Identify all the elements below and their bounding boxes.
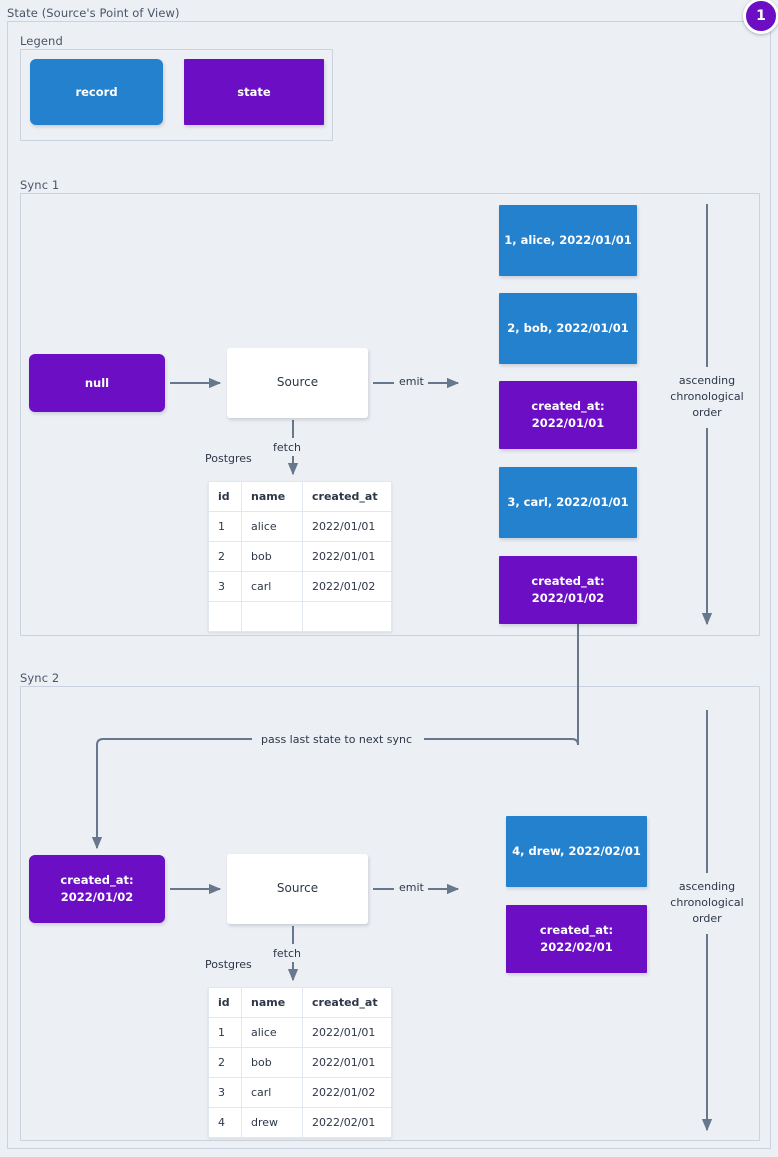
emitted-text-line2: 2022/01/01 [531,416,605,430]
sync2-db-label: Postgres [205,958,252,971]
emitted-text: 3, carl, 2022/01/01 [507,495,629,510]
sync2-emitted-state-1: created_at: 2022/02/01 [506,905,647,973]
emitted-text: 2, bob, 2022/01/01 [507,321,629,336]
sync1-fetch-label: fetch [273,441,301,454]
sync1-db-label: Postgres [205,452,252,465]
sync1-emitted-record-2: 2, bob, 2022/01/01 [499,293,637,364]
sync1-emitted-record-1: 1, alice, 2022/01/01 [499,205,637,276]
emitted-text-line1: created_at: [531,574,605,589]
sync1-emitted-record-3: 3, carl, 2022/01/01 [499,467,637,538]
legend-title: Legend [20,34,63,48]
sync2-emitted-record-1: 4, drew, 2022/02/01 [506,816,647,887]
emitted-text-line2: 2022/02/01 [540,940,613,954]
table-row: 1 alice 2022/01/01 [208,1017,392,1048]
sync2-source-node: Source [227,854,368,924]
table-row: 4 drew 2022/02/01 [208,1107,392,1138]
table-row: 2 bob 2022/01/01 [208,1047,392,1078]
page-title: State (Source's Point of View) [7,6,180,20]
col-created-at: created_at [302,481,392,512]
sync2-emit-label: emit [396,881,427,894]
sync1-emitted-state-1: created_at: 2022/01/01 [499,381,637,449]
emitted-text: 1, alice, 2022/01/01 [504,233,632,248]
col-name: name [241,481,303,512]
col-name: name [241,987,303,1018]
col-id: id [208,987,242,1018]
table-row: 2 bob 2022/01/01 [208,541,392,572]
sync1-input-state: null [29,354,165,412]
input-state-line2: 2022/01/02 [60,890,134,904]
legend-swatch-record: record [30,59,163,125]
table-row [208,601,392,632]
sync1-title: Sync 1 [20,178,60,192]
table-row: 1 alice 2022/01/01 [208,511,392,542]
input-state-line1: created_at: [60,873,134,888]
sync1-emitted-state-2: created_at: 2022/01/02 [499,556,637,624]
sync1-emit-label: emit [396,375,427,388]
emitted-text: 4, drew, 2022/02/01 [512,844,641,859]
col-id: id [208,481,242,512]
table-row: 3 carl 2022/01/02 [208,571,392,602]
table-row: 3 carl 2022/01/02 [208,1077,392,1108]
legend-swatch-state: state [184,59,324,125]
emitted-text-line1: created_at: [539,923,614,938]
pass-state-label: pass last state to next sync [258,733,416,746]
sync1-source-node: Source [227,348,368,418]
step-badge[interactable]: 1 [743,0,778,34]
table-header-row: id name created_at [208,987,392,1018]
sync1-postgres-table: id name created_at 1 alice 2022/01/01 2 … [208,481,392,632]
col-created-at: created_at [302,987,392,1018]
table-header-row: id name created_at [208,481,392,512]
sync2-fetch-label: fetch [273,947,301,960]
sync1-order-label: ascending chronological order [670,374,744,419]
sync2-title: Sync 2 [20,671,60,685]
sync2-postgres-table: id name created_at 1 alice 2022/01/01 2 … [208,987,392,1138]
sync2-input-state: created_at: 2022/01/02 [29,855,165,923]
emitted-text-line2: 2022/01/02 [531,591,605,605]
sync2-order-label: ascending chronological order [670,880,744,925]
emitted-text-line1: created_at: [531,399,605,414]
